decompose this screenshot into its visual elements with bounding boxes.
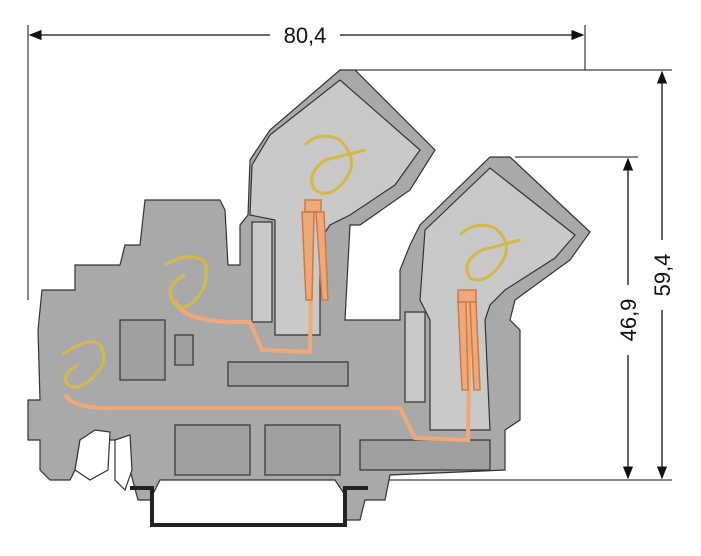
dimension-height-total-label: 59,4 bbox=[650, 254, 675, 297]
dimension-lines bbox=[28, 29, 668, 480]
extension-lines bbox=[27, 25, 672, 481]
din-rail bbox=[130, 486, 368, 527]
contact-clamps bbox=[301, 199, 481, 391]
dimension-width-label: 80,4 bbox=[284, 23, 327, 48]
clamp-springs bbox=[61, 134, 521, 389]
dimension-height-inner-label: 46,9 bbox=[616, 299, 641, 342]
